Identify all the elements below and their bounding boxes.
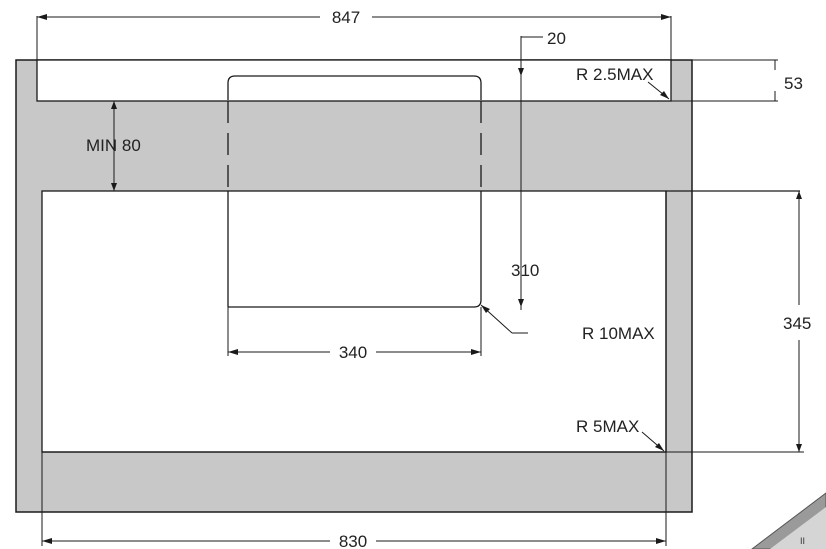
label-20: 20: [547, 29, 566, 48]
note-r2-5: R 2.5MAX: [576, 65, 670, 100]
label-340: 340: [339, 343, 367, 362]
label-847: 847: [332, 8, 360, 27]
note-r10: R 10MAX: [480, 304, 655, 343]
label-r2-5: R 2.5MAX: [576, 65, 653, 84]
note-r5: R 5MAX: [576, 417, 665, 452]
dim-right-height: 345: [666, 191, 811, 453]
label-r5: R 5MAX: [576, 417, 639, 436]
dim-window-width: 340: [227, 307, 482, 362]
dim-min-80: MIN 80: [86, 101, 141, 191]
corner-badge-label: II: [800, 536, 805, 546]
dim-top-offset: 20: [518, 29, 566, 310]
label-min80: MIN 80: [86, 136, 141, 155]
label-53: 53: [784, 74, 803, 93]
top-slot: [36, 59, 672, 102]
window-outline: [227, 75, 482, 308]
dim-bottom-width: 830: [41, 452, 667, 549]
label-r10: R 10MAX: [582, 324, 655, 343]
dim-top-height: 53: [671, 59, 803, 102]
label-830: 830: [339, 532, 367, 549]
dim-overall-width: 847: [36, 8, 672, 60]
main-opening: [41, 190, 667, 453]
label-310: 310: [511, 261, 539, 280]
corner-badge: II: [751, 492, 826, 549]
label-345: 345: [783, 314, 811, 333]
